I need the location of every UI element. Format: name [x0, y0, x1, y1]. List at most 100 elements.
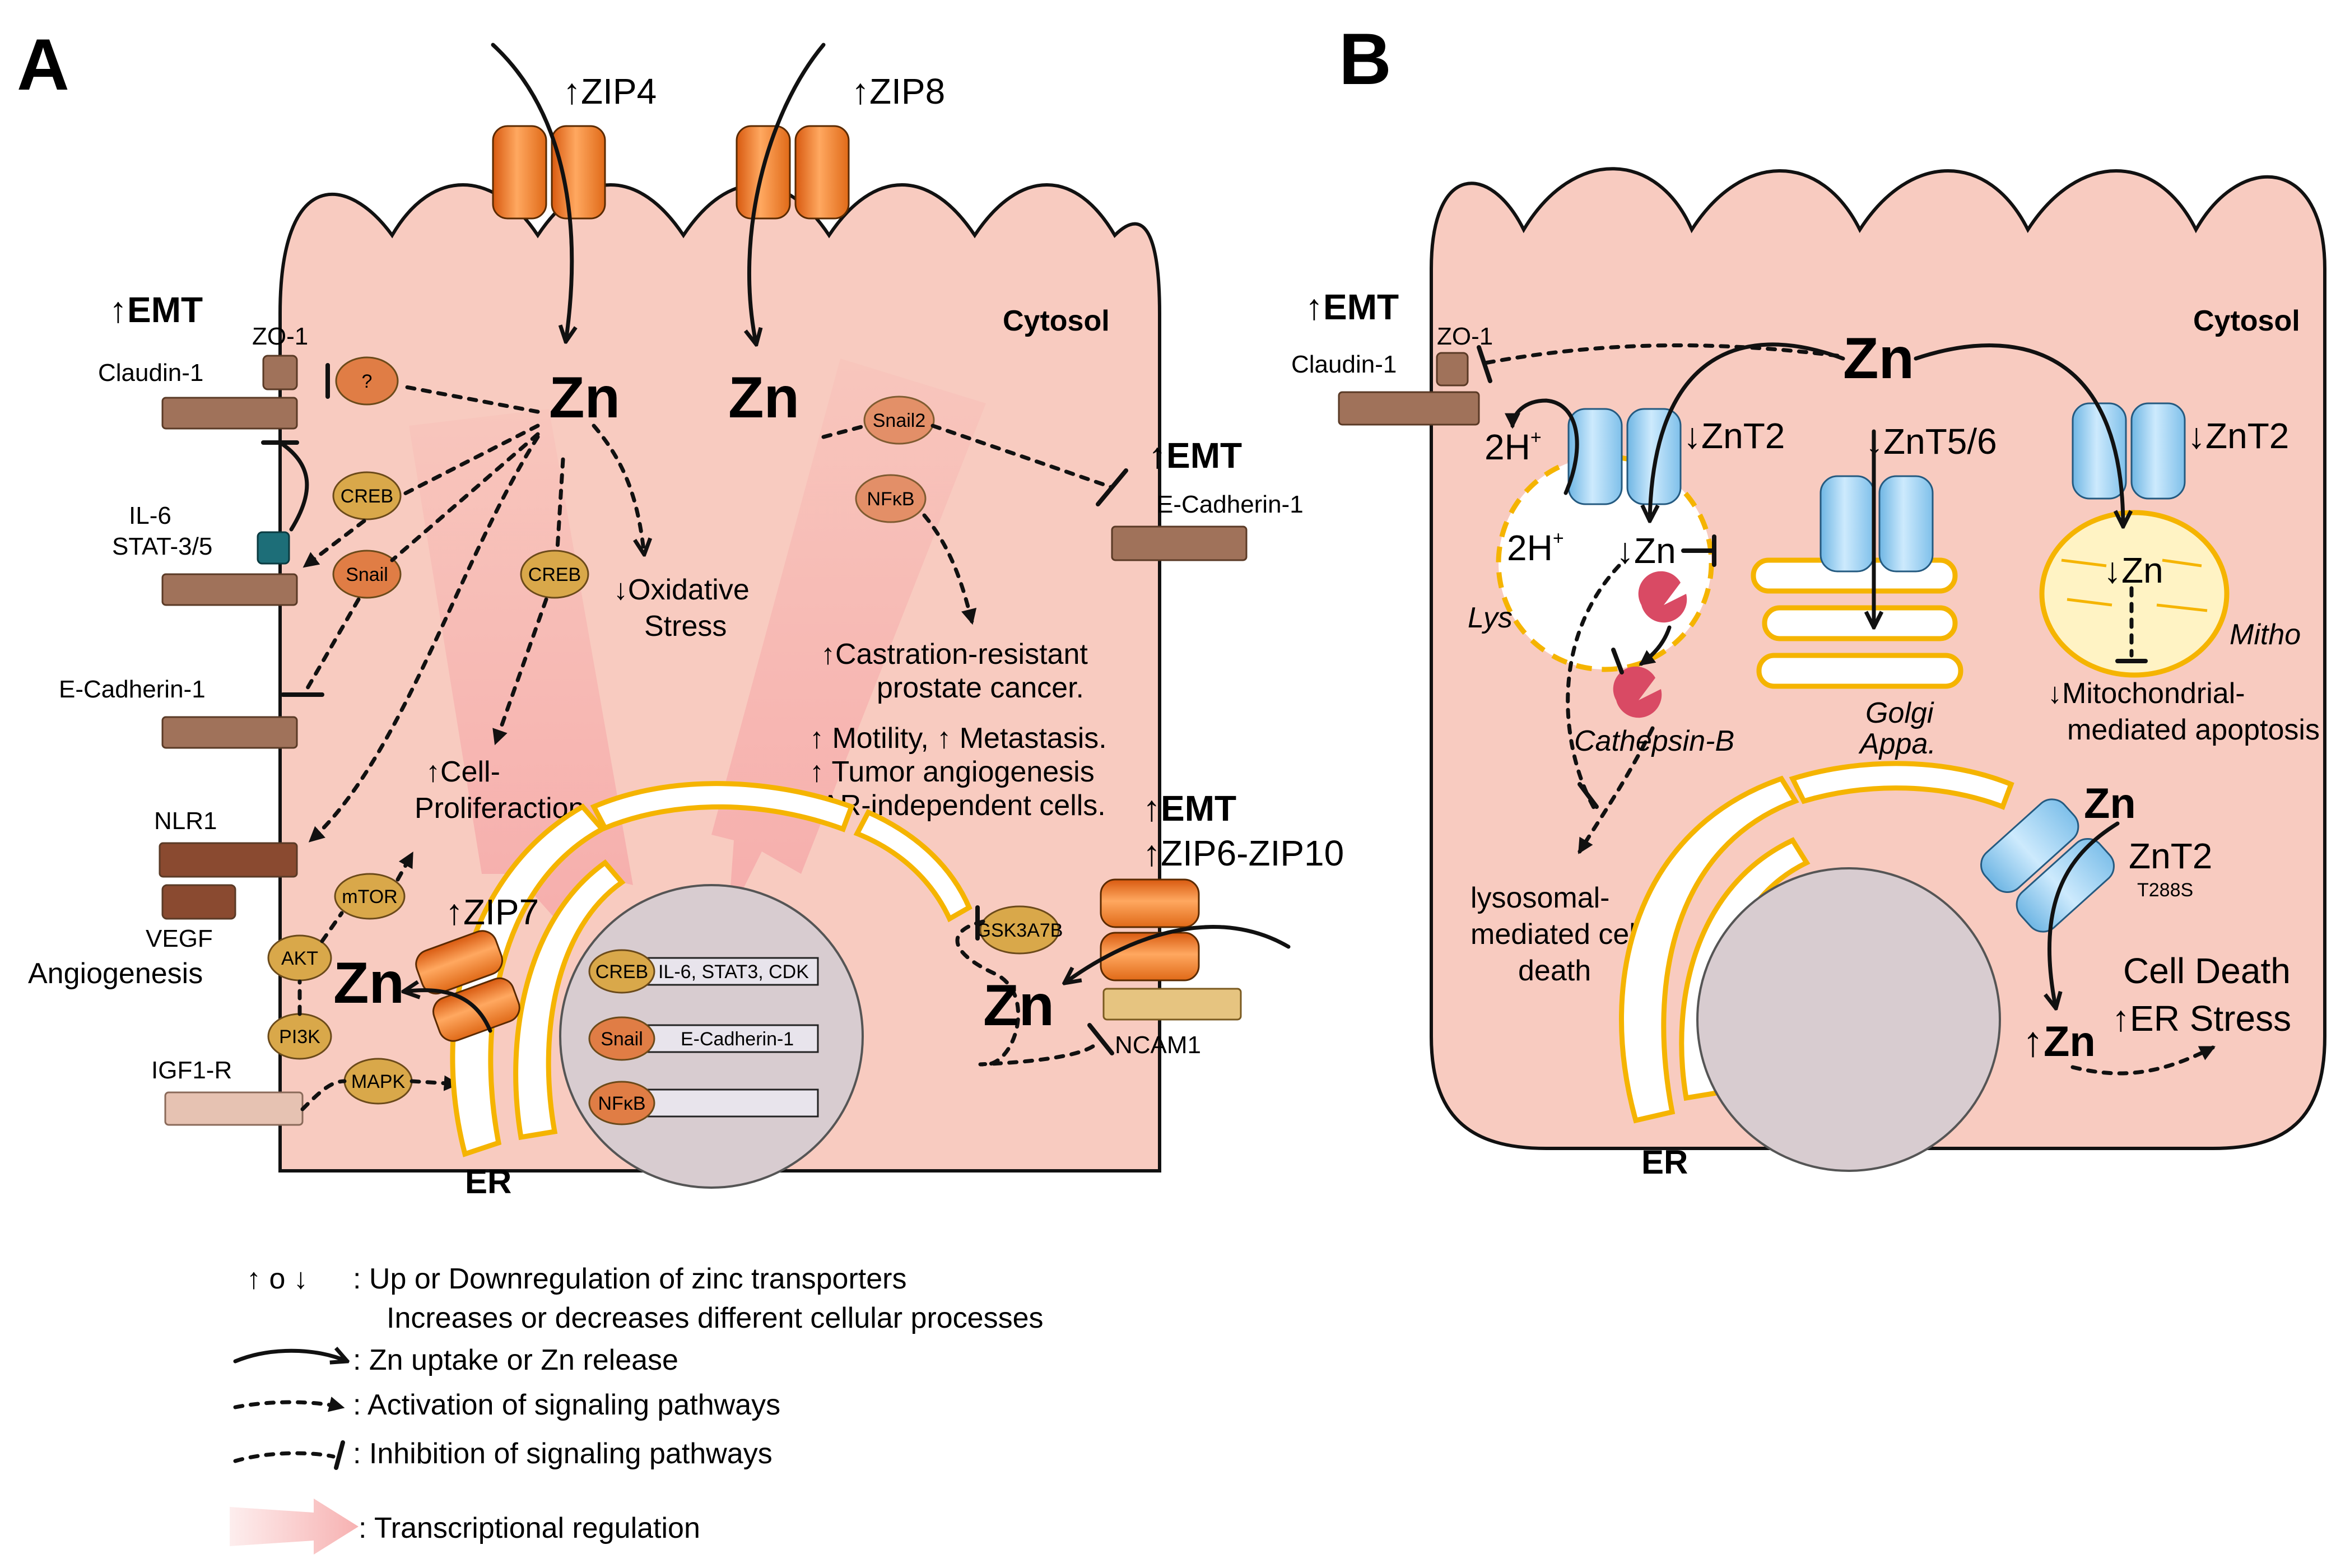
- proton-in: 2H+: [1507, 528, 1564, 568]
- vegf-label: VEGF: [146, 925, 213, 952]
- outcome-oxidative-1: ↓Oxidative: [613, 574, 750, 606]
- node-mapk: MAPK: [343, 1058, 413, 1105]
- legend-inhibition: : Inhibition of signaling pathways: [353, 1437, 773, 1470]
- il6-label: IL-6: [129, 502, 171, 529]
- legend-uptake: : Zn uptake or Zn release: [353, 1344, 678, 1376]
- edge-er-stress: [2070, 1045, 2216, 1076]
- panel-a-label: A: [17, 24, 69, 105]
- stat-label: STAT-3/5: [112, 533, 212, 560]
- node-snail2: Snail2: [863, 396, 935, 445]
- er-label-a: ER: [465, 1163, 511, 1201]
- inhibit-lys-death: [1577, 782, 1599, 809]
- cathepsin-release-arrow: [1639, 625, 1672, 666]
- panel-a: A ↑ZIP4 ↑ZIP8 Zn Zn Cytosol ↑EMT ZO-1 Cl…: [17, 24, 1344, 1201]
- edge-zn-creb2: [555, 457, 565, 551]
- svg-text:mTOR: mTOR: [342, 886, 397, 908]
- nucleus-b: [1696, 867, 2001, 1172]
- outcome-prolif-1: ↑Cell-: [426, 756, 500, 788]
- transcription-arrow-zn1: [409, 409, 633, 924]
- svg-text:CREB: CREB: [595, 961, 648, 983]
- outcome-crpc-1: ↑Castration-resistant: [821, 638, 1088, 671]
- il6-membrane-box: [161, 573, 298, 606]
- cathepsin-outside: [1613, 666, 1662, 718]
- znt56-label: ↓ZnT5/6: [1865, 421, 1997, 462]
- edge-zn-zo1: [1477, 343, 1840, 366]
- svg-text:AKT: AKT: [281, 948, 318, 969]
- outcome-lysosomal-2: mediated cell: [1471, 918, 1642, 951]
- zip6-uptake-arrow: [1064, 925, 1291, 983]
- cathepsin-label: Cathepsin-B: [1574, 725, 1734, 757]
- emt-label-left: ↑EMT: [109, 290, 203, 330]
- outcome-lysosomal-1: lysosomal-: [1471, 882, 1610, 914]
- znt2-lysosome-transporter: [1567, 408, 1682, 505]
- svg-text:NFκB: NFκB: [867, 488, 915, 510]
- zo1-box-a: [262, 355, 298, 390]
- edge-mapk-er: [409, 1075, 460, 1091]
- node-gsk: GSK3A7B: [976, 905, 1063, 955]
- emt-label-right-2: ↑EMT: [1143, 788, 1236, 829]
- legend-arrows: ↑ o ↓: [246, 1263, 308, 1295]
- zn-to-lysosome-arrow: [1650, 342, 1845, 521]
- edge-zn-creb1: [398, 424, 540, 498]
- svg-text:PI3K: PI3K: [279, 1026, 320, 1048]
- gene-row-creb: CREB IL-6, STAT3, CDK: [588, 949, 819, 994]
- outcome-prolif-2: Proliferaction: [415, 792, 584, 825]
- ncam1-label: NCAM1: [1115, 1031, 1201, 1059]
- node-unknown: ?: [335, 356, 399, 406]
- zip7-label: ↑ZIP7: [445, 892, 539, 932]
- ecadherin-left-box: [161, 716, 298, 749]
- golgi-apparatus: [1751, 557, 1963, 689]
- ncam1-box: [1102, 988, 1242, 1021]
- mitochondrion: [2039, 510, 2230, 678]
- outcome-er-stress: ↑ER Stress: [2112, 998, 2291, 1039]
- outcome-lysosomal-3: death: [1518, 955, 1591, 987]
- outcome-metastasis-2: ↑ Tumor angiogenesis: [809, 756, 1095, 788]
- svg-text:E-Cadherin-1: E-Cadherin-1: [681, 1029, 794, 1050]
- zn-zip8: Zn: [728, 365, 799, 430]
- znt2-mito-label: ↓ZnT2: [2188, 416, 2289, 456]
- edge-akt-mtor: [320, 911, 344, 943]
- claudin1-box-b: [1338, 391, 1480, 426]
- outcome-cell-death: Cell Death: [2123, 951, 2291, 991]
- outcome-oxidative-2: Stress: [644, 610, 727, 643]
- zn-to-er-arrow: [2049, 821, 2120, 1008]
- cytosol-label-b: Cytosol: [2193, 305, 2300, 337]
- zip8-uptake-arrow: [749, 43, 826, 345]
- znt56-transporter: [1819, 475, 1934, 573]
- proton-out: 2H+: [1485, 427, 1542, 467]
- legend-transcription-arrow: [230, 1499, 359, 1555]
- gene-row-snail: Snail E-Cadherin-1: [588, 1016, 819, 1061]
- inhibit-ecad-right: [1096, 468, 1128, 506]
- edge-zn2-snail2: [821, 424, 868, 439]
- znt2-er-transporter: [1980, 798, 2115, 933]
- edge-snail2-ecad: [930, 424, 1114, 490]
- legend-inhibition-line: [233, 1451, 336, 1463]
- legend-updown: : Up or Downregulation of zinc transport…: [353, 1263, 906, 1295]
- svg-text:GSK3A7B: GSK3A7B: [976, 920, 1063, 941]
- edge-zn-oxidative: [592, 424, 644, 555]
- claudin1-box-a: [161, 397, 298, 430]
- zip4-label: ↑ZIP4: [563, 71, 657, 111]
- legend-updown-2: Increases or decreases different cellula…: [387, 1302, 1044, 1334]
- svg-text:?: ?: [362, 371, 373, 392]
- zip8-transporter: [736, 125, 850, 220]
- inhibit-ncam: [1087, 1023, 1114, 1055]
- svg-text:MAPK: MAPK: [351, 1071, 406, 1092]
- mito-label: Mitho: [2230, 618, 2301, 651]
- er-label-b: ER: [1641, 1143, 1688, 1181]
- golgi-label-1: Golgi: [1865, 697, 1934, 729]
- node-pi3k: PI3K: [267, 1013, 332, 1060]
- t288s-label: T288S: [2137, 880, 2193, 901]
- zn-er-top: Zn: [2084, 780, 2136, 827]
- zip7-release-arrow: [403, 990, 492, 1033]
- zip4-transporter: [492, 125, 606, 220]
- panel-b-label: B: [1339, 18, 1392, 100]
- edge-creb1-stat: [303, 519, 366, 568]
- emt-label-b: ↑EMT: [1305, 287, 1399, 327]
- ecadherin-right-box: [1111, 525, 1248, 561]
- node-snail: Snail: [332, 550, 402, 599]
- svg-text:CREB: CREB: [528, 564, 581, 585]
- zn-cytosol-b: Zn: [1843, 326, 1914, 391]
- zn-zip4: Zn: [549, 365, 620, 430]
